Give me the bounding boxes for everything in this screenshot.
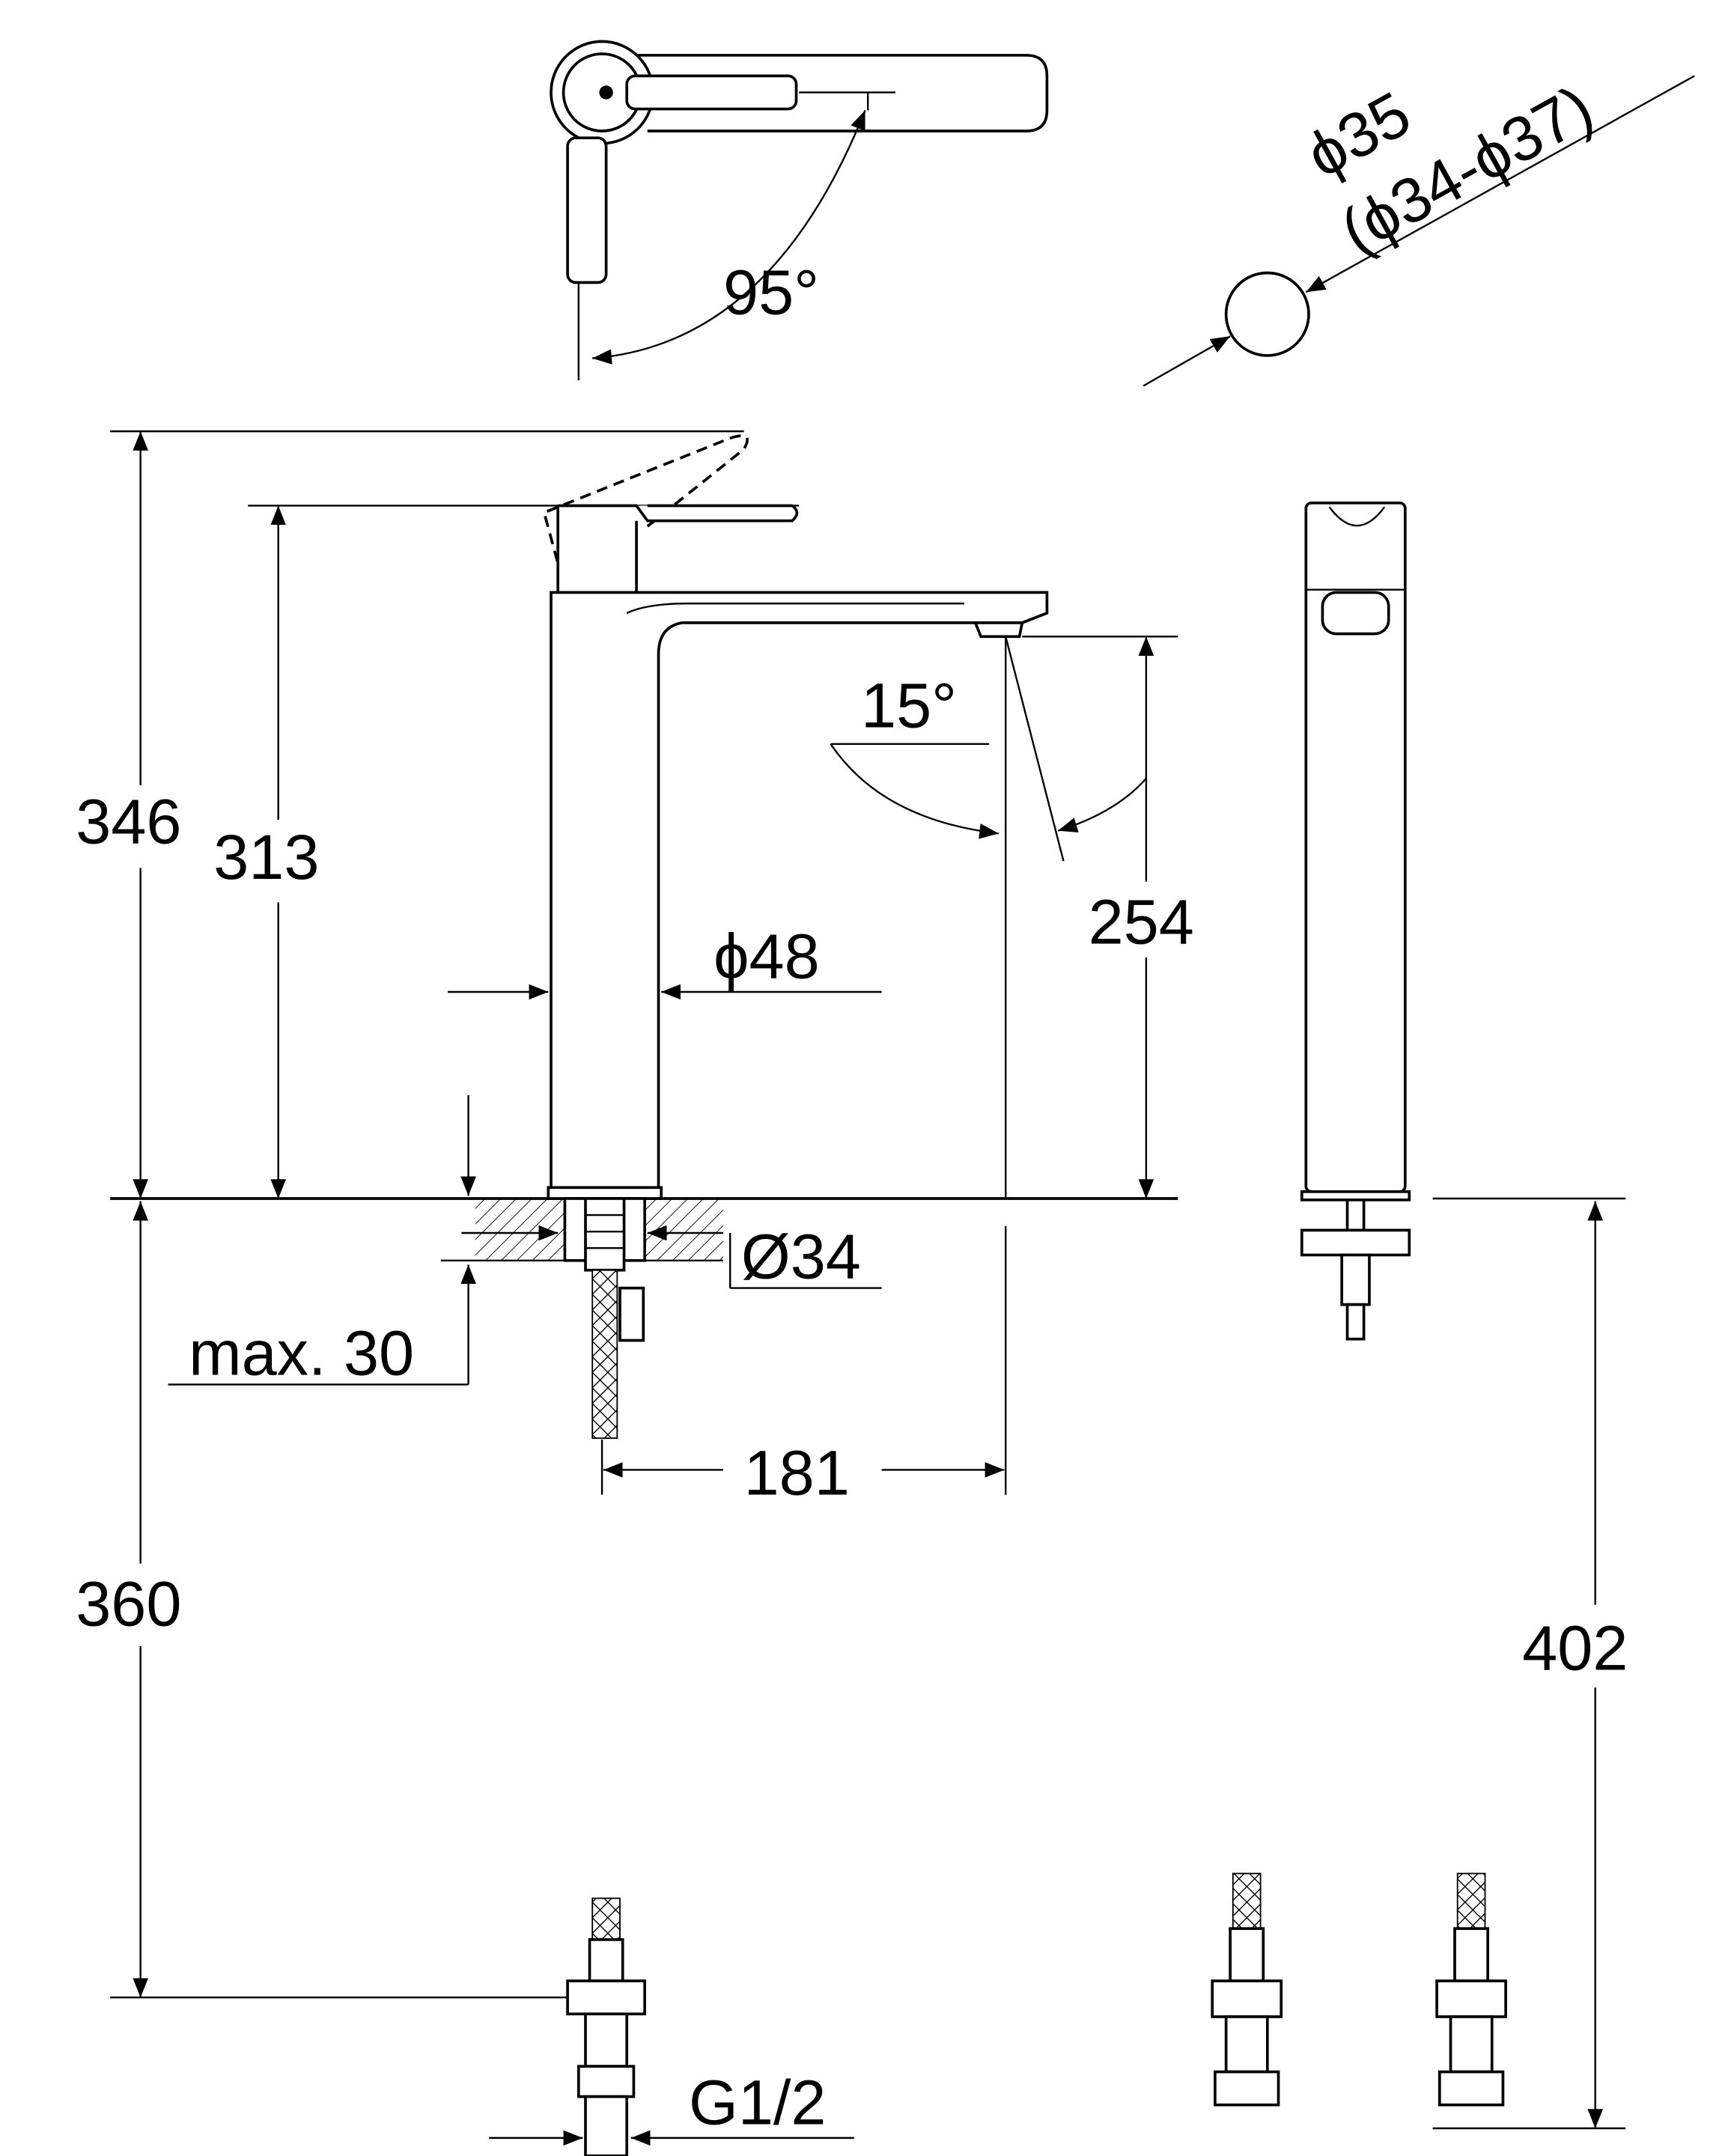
- dim-254: 254: [1089, 886, 1194, 957]
- dim-181: 181: [744, 1437, 850, 1508]
- dim-max-30: max. 30: [189, 1318, 414, 1389]
- top-view: 95°: [550, 40, 1049, 381]
- lever-top: [625, 74, 798, 111]
- supply-hose: [591, 1269, 618, 1440]
- lever-rotated: [566, 136, 608, 284]
- dim-313: 313: [213, 821, 319, 892]
- dim-360: 360: [76, 1568, 181, 1639]
- front-aerator: [1321, 591, 1390, 636]
- lever-side: [556, 504, 799, 594]
- hole-circle: [1224, 271, 1310, 357]
- hose-fitting-center: [1211, 1872, 1283, 2107]
- angle-arc-95: [592, 109, 866, 365]
- mounting-stud: [584, 1197, 626, 1272]
- dim-g1-2: G1/2: [689, 2066, 826, 2137]
- angle-label-95: 95°: [723, 257, 819, 328]
- dim-diameter-48: ϕ48: [714, 921, 820, 992]
- lever-open-phantom: [542, 434, 749, 579]
- aerator: [973, 621, 1024, 639]
- side-view: 346 313 254 15° ϕ48: [76, 430, 1194, 2156]
- faucet-body: [550, 591, 1049, 1190]
- front-view: 402: [1211, 501, 1628, 2130]
- dim-diameter-34: Ø34: [741, 1221, 861, 1292]
- hole-diameter-detail: ϕ35 (ϕ34-ϕ37): [1143, 71, 1695, 387]
- hose-fitting-right: [1435, 1872, 1507, 2107]
- angle-label-15: 15°: [861, 670, 957, 741]
- spout-top-outline: [602, 53, 1049, 133]
- dim-346: 346: [76, 785, 181, 856]
- hose-fitting-left: [566, 1897, 646, 2156]
- dim-402: 402: [1522, 1612, 1628, 1683]
